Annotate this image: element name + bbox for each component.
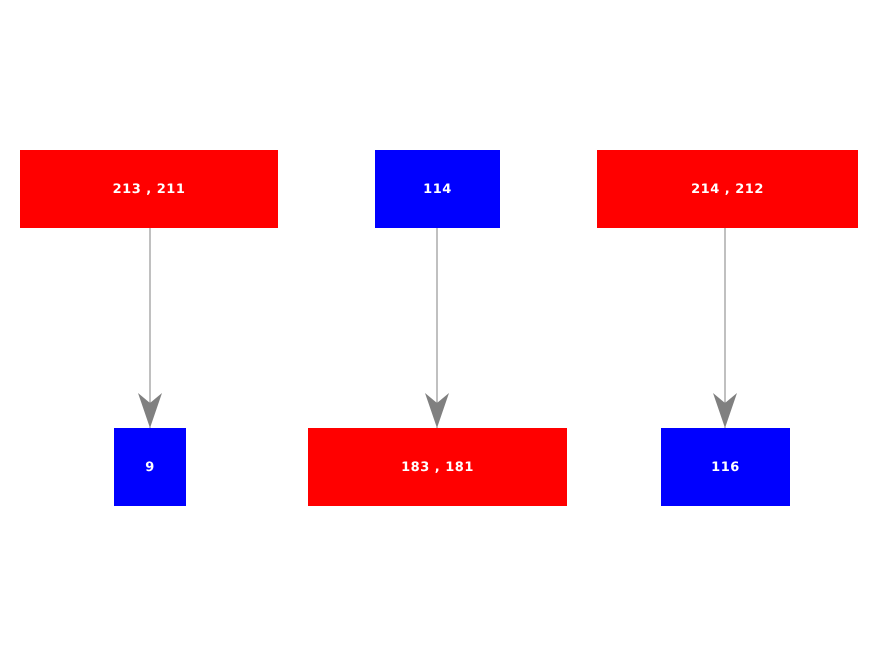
graph-edge — [425, 228, 449, 428]
arrowhead-icon — [713, 393, 737, 428]
graph-node[interactable]: 9 — [114, 428, 186, 506]
graph-node[interactable]: 116 — [661, 428, 790, 506]
graph-node[interactable]: 213 , 211 — [20, 150, 278, 228]
arrowhead-icon — [138, 393, 162, 428]
graph-node[interactable]: 114 — [375, 150, 500, 228]
graph-edge — [138, 228, 162, 428]
graph-edge — [713, 228, 737, 428]
graph-node[interactable]: 214 , 212 — [597, 150, 858, 228]
graph-node[interactable]: 183 , 181 — [308, 428, 567, 506]
arrowhead-icon — [425, 393, 449, 428]
